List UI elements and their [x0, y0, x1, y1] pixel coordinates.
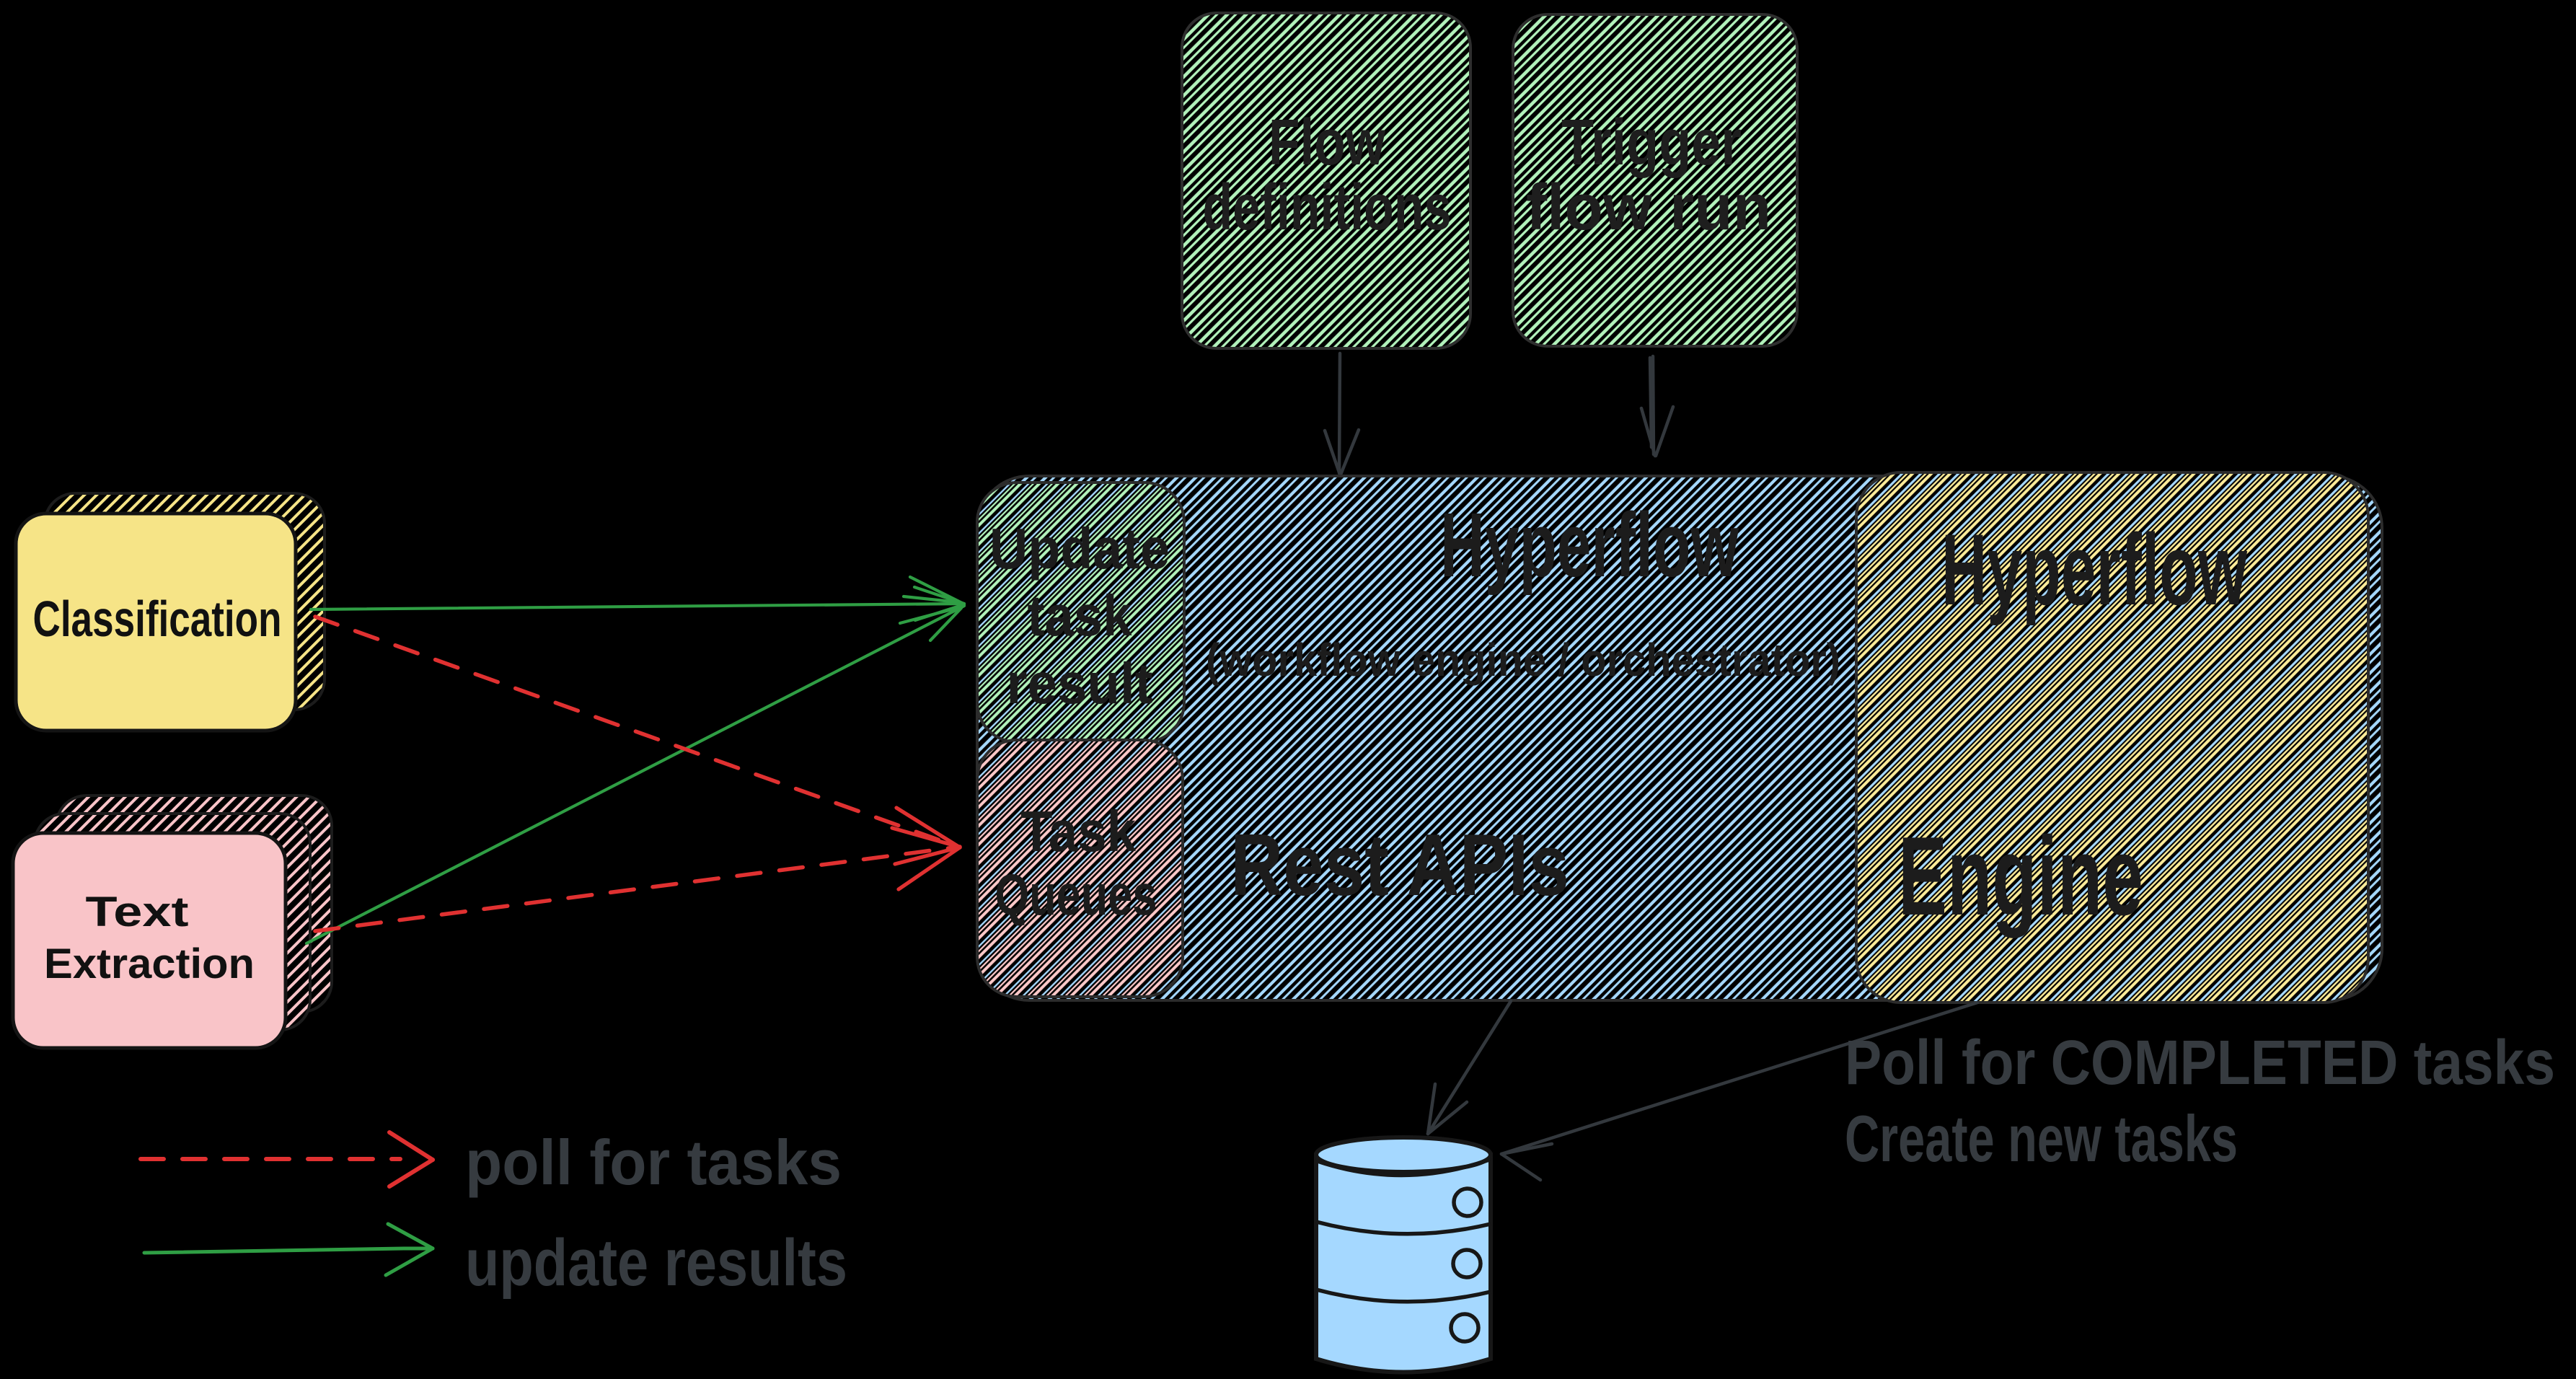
- svg-text:Rest APIs: Rest APIs: [1230, 816, 1569, 914]
- svg-text:Queues: Queues: [995, 863, 1157, 927]
- svg-text:flow run: flow run: [1526, 172, 1771, 244]
- svg-text:Trigger: Trigger: [1561, 107, 1742, 179]
- svg-text:Update: Update: [989, 516, 1170, 581]
- svg-text:Hyperflow: Hyperflow: [1440, 494, 1739, 596]
- svg-text:Poll for COMPLETED tasks: Poll for COMPLETED tasks: [1845, 1028, 2555, 1098]
- svg-text:task: task: [1028, 583, 1132, 648]
- svg-text:poll for tasks: poll for tasks: [465, 1127, 842, 1198]
- svg-text:Classification: Classification: [33, 591, 282, 647]
- svg-text:Extraction: Extraction: [44, 940, 255, 987]
- svg-text:definitions: definitions: [1203, 172, 1452, 244]
- svg-text:Create new tasks: Create new tasks: [1845, 1103, 2238, 1176]
- svg-text:result: result: [1007, 651, 1153, 715]
- svg-text:Flow: Flow: [1269, 107, 1386, 179]
- svg-text:Text: Text: [86, 889, 189, 935]
- svg-text:update results: update results: [465, 1226, 847, 1300]
- svg-text:Task: Task: [1020, 799, 1136, 863]
- svg-text:(workflow engine / orchestrato: (workflow engine / orchestrator): [1206, 634, 1840, 686]
- svg-text:Engine: Engine: [1898, 814, 2143, 938]
- svg-text:Hyperflow: Hyperflow: [1941, 513, 2248, 626]
